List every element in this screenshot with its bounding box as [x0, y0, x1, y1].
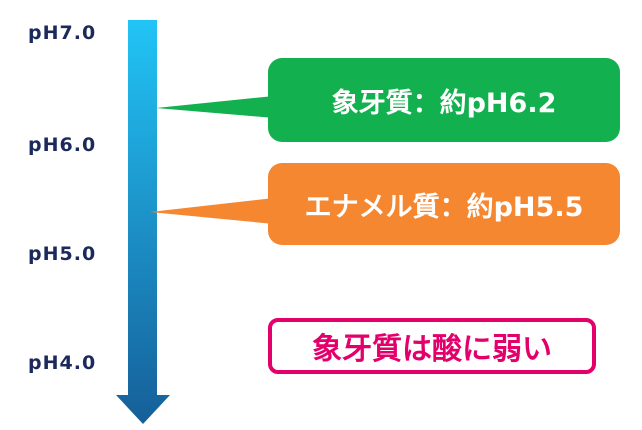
dentin-callout: 象牙質：約pH6.2 — [268, 58, 620, 142]
dentin-weak-note: 象牙質は酸に弱い — [268, 318, 596, 374]
ph-label-6: pH6.0 — [28, 134, 97, 156]
enamel-pointer — [150, 198, 274, 224]
ph-axis-arrow — [116, 20, 170, 424]
dentin-pointer — [156, 96, 274, 118]
ph-label-4: pH4.0 — [28, 352, 97, 374]
ph-label-7: pH7.0 — [28, 22, 97, 44]
note-text: 象牙質は酸に弱い — [312, 332, 552, 367]
dentin-callout-text: 象牙質：約pH6.2 — [331, 87, 557, 119]
ph-label-5: pH5.0 — [28, 243, 97, 265]
enamel-callout: エナメル質：約pH5.5 — [268, 163, 620, 245]
enamel-callout-text: エナメル質：約pH5.5 — [304, 191, 584, 223]
